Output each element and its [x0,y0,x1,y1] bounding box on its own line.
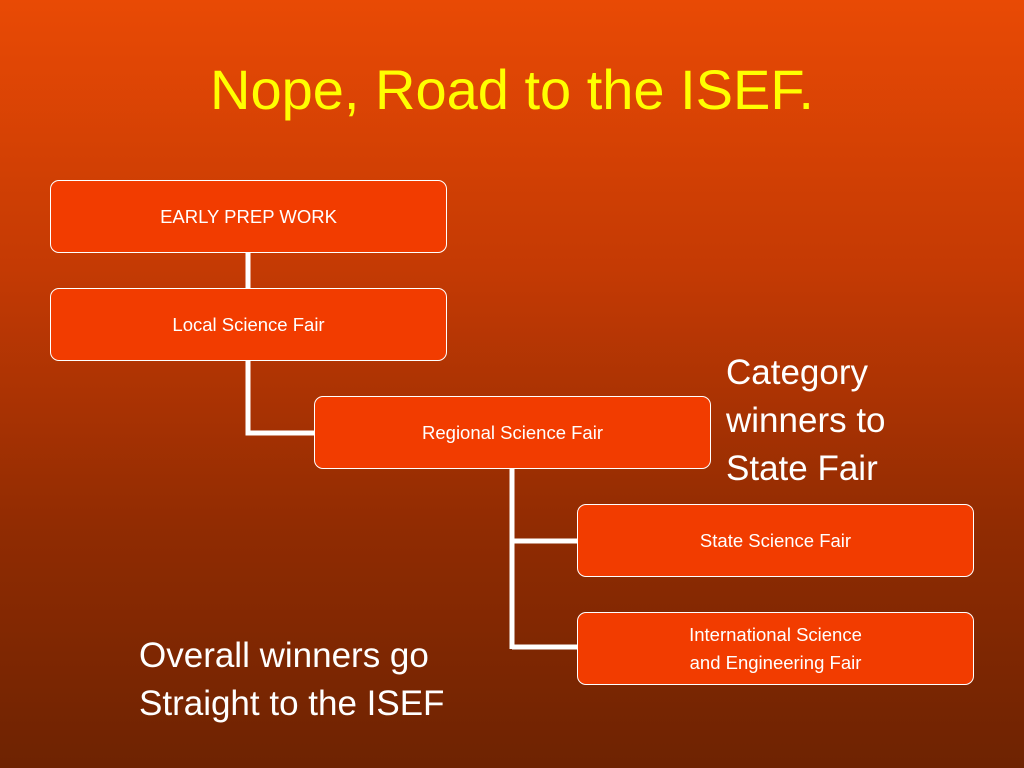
node-international-science-fair: International Science and Engineering Fa… [577,612,974,685]
node-local-science-fair: Local Science Fair [50,288,447,361]
node-label-line-1: International Science [689,623,862,645]
note-line: winners to [726,400,886,440]
node-label: Regional Science Fair [422,421,603,443]
note-line: Category [726,353,869,392]
note-line: Overall winners go [139,636,429,675]
connector-local-to-regional [245,361,314,436]
node-label-line-2: and Engineering Fair [689,651,862,673]
node-label: State Science Fair [699,529,852,551]
overall-winners-note: Overall winners go Straight to the ISEF [139,632,444,728]
node-label: EARLY PREP WORK [160,205,337,227]
slide-title: Nope, Road to the ISEF. [210,58,814,121]
node-label: Local Science Fair [172,313,325,335]
node-early-prep-work: EARLY PREP WORK [50,180,447,253]
note-line: Straight to the ISEF [139,683,445,723]
note-line: State Fair [726,448,878,488]
category-winners-note: Category winners to State Fair [726,349,886,493]
node-regional-science-fair: Regional Science Fair [314,396,711,469]
node-state-science-fair: State Science Fair [577,504,974,577]
